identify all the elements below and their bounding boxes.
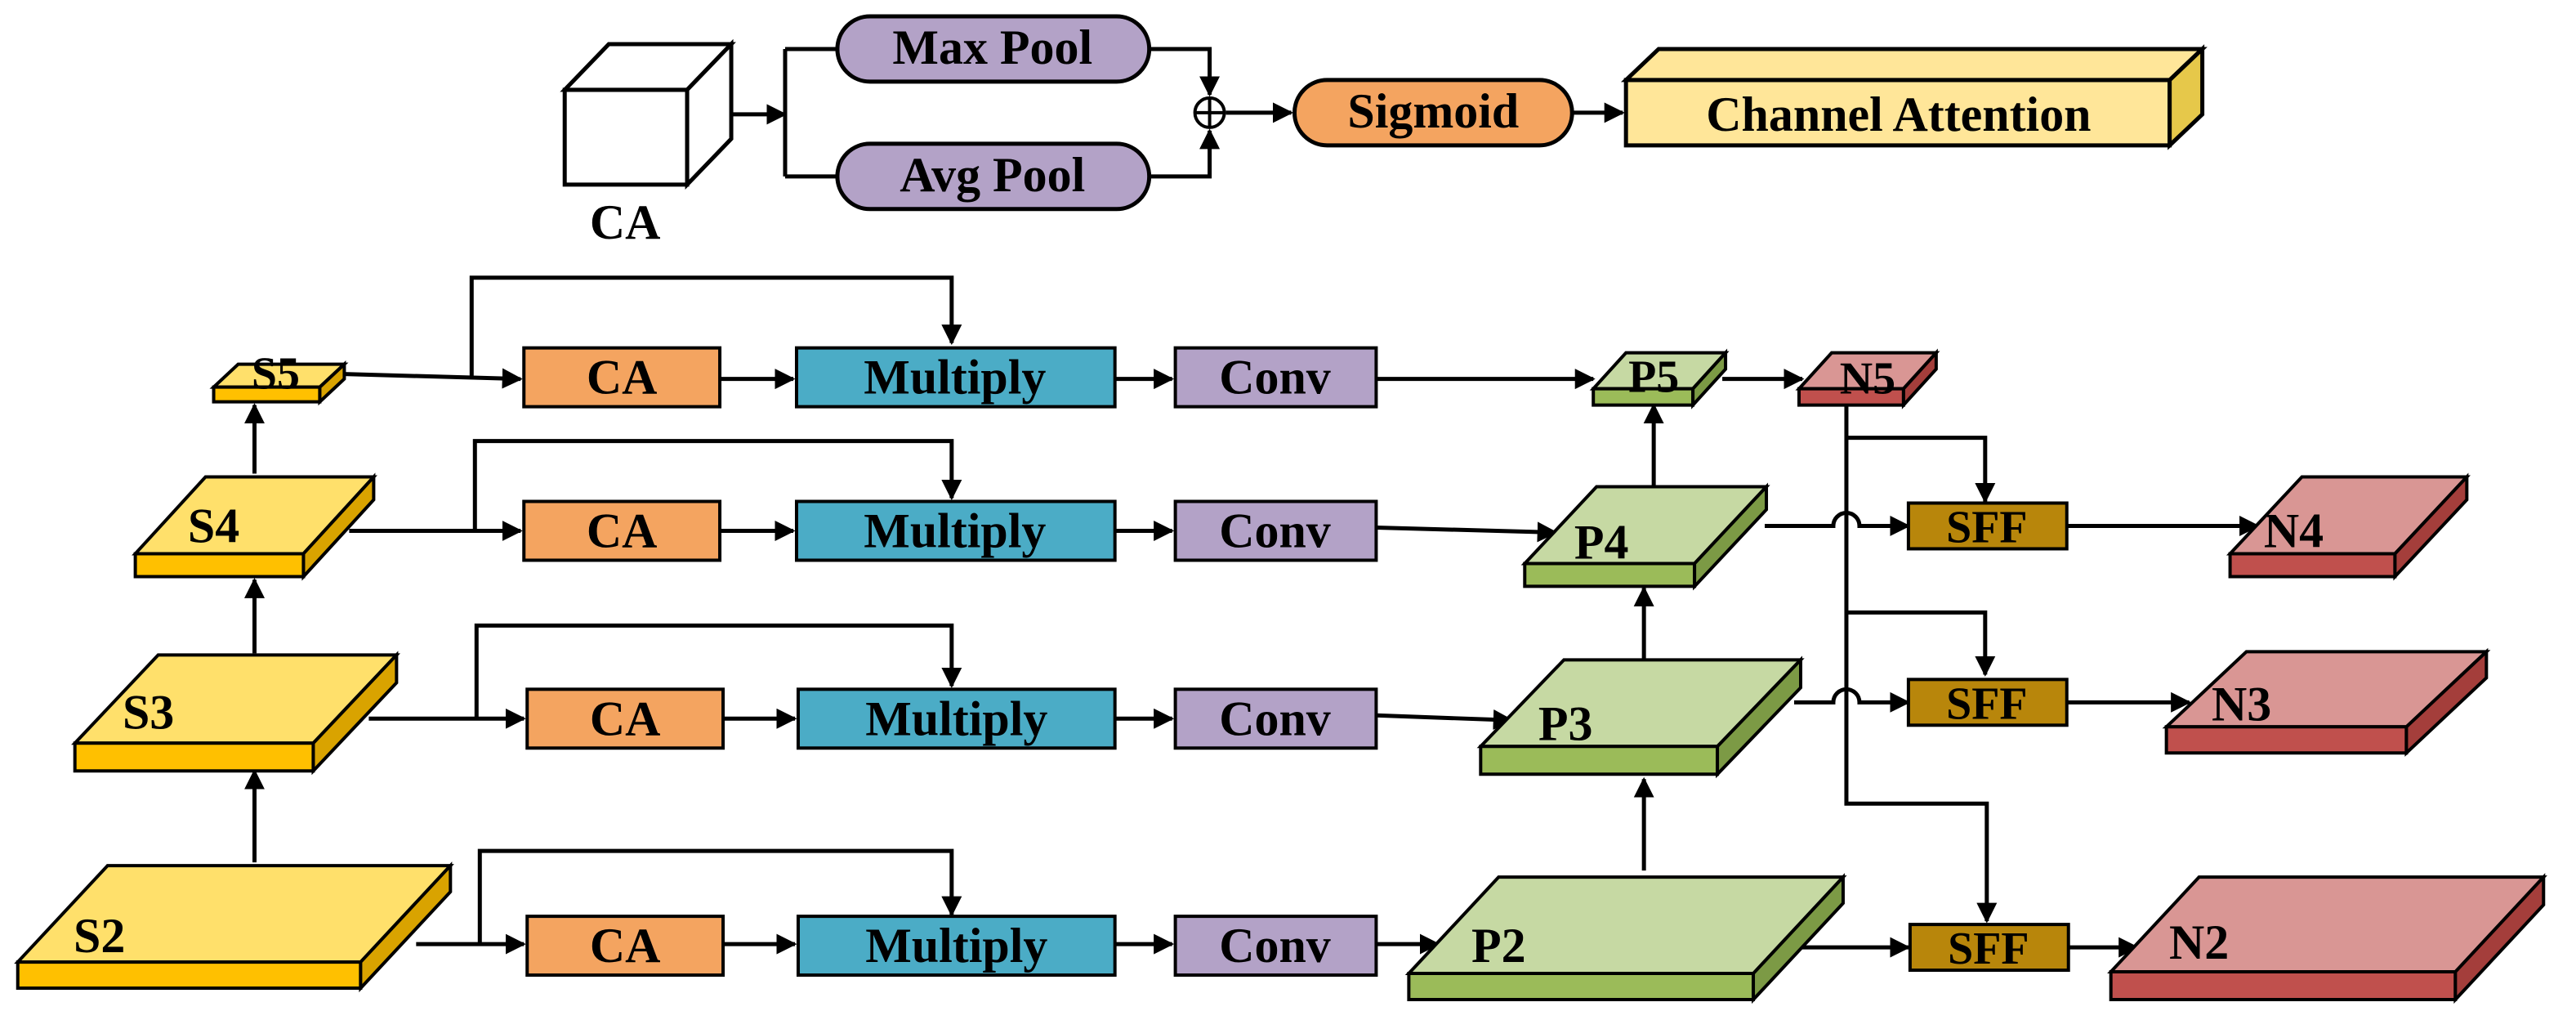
sff-box-n4 <box>1906 501 2069 551</box>
sigmoid-node <box>1292 78 1574 148</box>
conv-box-s2 <box>1173 915 1378 978</box>
avg-pool-label: Avg Pool <box>900 148 1085 202</box>
s4-label: S4 <box>188 499 239 553</box>
ca-box-s3 <box>525 687 725 750</box>
p5-label: P5 <box>1628 352 1679 403</box>
connector-lines <box>244 275 2261 958</box>
n2-label: N2 <box>2169 915 2229 969</box>
p5-layer <box>1589 348 1730 409</box>
multiply-box-s5 <box>794 346 1117 409</box>
sigmoid-label: Sigmoid <box>1347 84 1519 138</box>
multiply-box-s3 <box>796 687 1117 750</box>
n3-layer <box>2162 647 2491 757</box>
channel-attention-label: Channel Attention <box>1706 87 2091 141</box>
conv-box-s5 <box>1173 346 1378 409</box>
channel-attention-module: CA Max Pool Avg Pool Sigmoid Ch <box>560 14 2208 249</box>
sff-box-n2 <box>1908 923 2070 973</box>
ca-cube-icon <box>560 38 736 190</box>
max-pool-label: Max Pool <box>892 20 1092 74</box>
conv-label-s3: Conv <box>1219 691 1331 745</box>
conv-label-s2: Conv <box>1219 919 1331 973</box>
multiply-label-s2: Multiply <box>865 919 1047 973</box>
pipeline-labels: CA Multiply Conv CA Multiply Conv CA Mul… <box>587 351 1331 973</box>
s5-label: S5 <box>252 349 300 400</box>
pipeline-boxes <box>522 346 1378 978</box>
p3-label: P3 <box>1538 696 1593 750</box>
multiply-box-s2 <box>796 915 1117 978</box>
sff-label-n4: SFF <box>1946 502 2027 553</box>
s4-layer <box>132 472 377 581</box>
ca-cube-label: CA <box>590 195 661 249</box>
backbone <box>14 360 454 993</box>
s2-layer <box>14 861 454 993</box>
ca-label-s4: CA <box>587 503 658 557</box>
n4-layer <box>2226 472 2471 581</box>
sff-boxes <box>1906 501 2070 973</box>
max-pool-node <box>835 14 1152 84</box>
n3-label: N3 <box>2212 677 2271 731</box>
multiply-label-s3: Multiply <box>865 691 1047 745</box>
n4-label: N4 <box>2264 503 2324 557</box>
ca-label-s5: CA <box>587 351 658 405</box>
channel-attention-block <box>1620 44 2208 150</box>
conv-label-s5: Conv <box>1219 351 1331 405</box>
multiply-label-s4: Multiply <box>864 503 1046 557</box>
pyramid <box>1404 348 1847 1004</box>
s3-layer <box>71 651 401 776</box>
avg-pool-node <box>835 141 1152 212</box>
p4-layer <box>1520 482 1770 591</box>
n2-layer <box>2107 873 2547 1004</box>
ca-box-s5 <box>522 346 722 409</box>
sff-box-n3 <box>1906 678 2069 727</box>
n5-label: N5 <box>1840 354 1895 405</box>
sum-node-icon <box>1193 96 1226 129</box>
multiply-label-s5: Multiply <box>864 351 1046 405</box>
n5-layer <box>1795 348 1940 409</box>
s2-label: S2 <box>74 909 125 963</box>
s5-layer <box>209 360 349 406</box>
p3-layer <box>1476 655 1805 779</box>
ca-box-s4 <box>522 499 722 562</box>
p2-label: P2 <box>1471 919 1526 973</box>
conv-label-s4: Conv <box>1219 503 1331 557</box>
p4-label: P4 <box>1574 515 1629 569</box>
conv-box-s3 <box>1173 687 1378 750</box>
outputs <box>1795 348 2547 1004</box>
s3-label: S3 <box>123 685 174 739</box>
sff-label-n3: SFF <box>1946 678 2027 729</box>
ca-box-s2 <box>525 915 725 978</box>
ca-label-s3: CA <box>590 691 661 745</box>
ca-label-s2: CA <box>590 919 661 973</box>
multiply-box-s4 <box>794 499 1117 562</box>
conv-box-s4 <box>1173 499 1378 562</box>
p2-layer <box>1404 873 1847 1004</box>
sff-label-n2: SFF <box>1948 924 2029 974</box>
